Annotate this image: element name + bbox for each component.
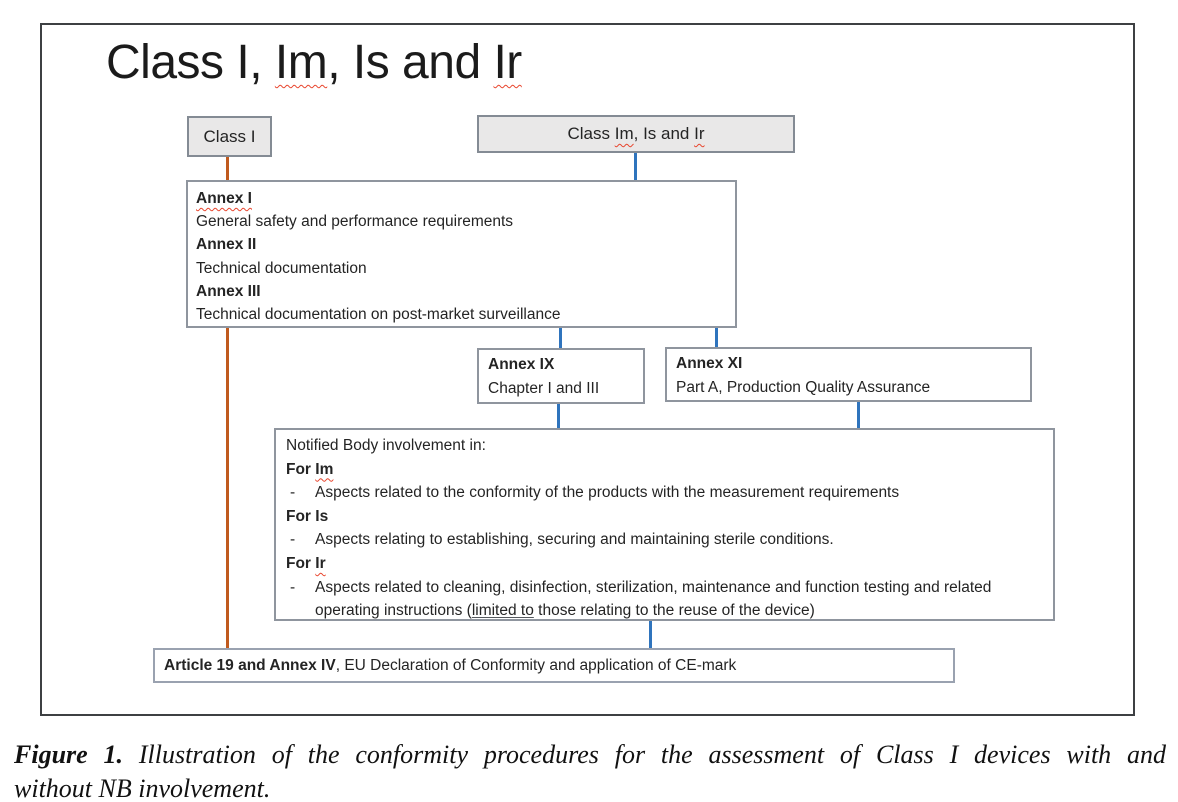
caption-figure-label: Figure 1. bbox=[14, 740, 124, 769]
title-part: Class I, bbox=[106, 36, 275, 89]
annex-i-ii-iii-box: Annex I General safety and performance r… bbox=[186, 180, 737, 328]
connector-annexxi-to-nb bbox=[857, 402, 860, 428]
article-19-box: Article 19 and Annex IV, EU Declaration … bbox=[153, 648, 955, 683]
annex-xi-heading: Annex XI bbox=[676, 355, 743, 372]
nb-ir-bullet-text: Aspects related to cleaning, disinfectio… bbox=[315, 576, 1020, 623]
nb-intro: Notified Body involvement in: bbox=[286, 437, 486, 454]
annex-ii-heading: Annex II bbox=[196, 236, 257, 254]
figure-caption: Figure 1. Illustration of the conformity… bbox=[14, 738, 1166, 802]
nb-ir-bullet: - Aspects related to cleaning, disinfect… bbox=[286, 576, 1043, 623]
nb-for-ir-heading: For Ir bbox=[286, 552, 1043, 576]
connector-annex-to-annexxi bbox=[715, 328, 718, 347]
title-part: , Is and bbox=[327, 36, 494, 89]
annex-ix-box: Annex IX Chapter I and III bbox=[477, 348, 645, 404]
bullet-underlined: limited to bbox=[471, 602, 534, 620]
annex-ix-heading: Annex IX bbox=[488, 356, 555, 373]
connector-classim-to-annex bbox=[634, 153, 637, 180]
connector-class-i-top bbox=[226, 157, 229, 180]
label-im: Im bbox=[614, 124, 634, 143]
bullet-part: those relating to the reuse of the devic… bbox=[533, 602, 815, 620]
nb-for-is-heading: For Is bbox=[286, 507, 329, 525]
figure-title: Class I, Im, Is and Ir bbox=[106, 35, 522, 90]
bullet-part: Aspects related to cleaning, disinfectio… bbox=[315, 578, 992, 620]
annex-xi-box: Annex XI Part A, Production Quality Assu… bbox=[665, 347, 1032, 402]
connector-annexix-to-nb bbox=[557, 404, 560, 428]
label-part: Class bbox=[567, 124, 615, 143]
heading-part: For bbox=[286, 460, 316, 478]
caption-line1: Figure 1. Illustration of the conformity… bbox=[14, 738, 1166, 772]
bullet-dash: - bbox=[290, 531, 296, 549]
nb-im-bullet: - Aspects related to the conformity of t… bbox=[286, 481, 1043, 505]
nb-for-im-heading: For Im bbox=[286, 458, 1043, 482]
caption-line1-text: Illustration of the conformity procedure… bbox=[138, 740, 1167, 769]
nb-is-bullet: - Aspects relating to establishing, secu… bbox=[286, 528, 1043, 552]
heading-ir: Ir bbox=[315, 554, 326, 572]
connector-class-i-to-article19 bbox=[226, 328, 229, 648]
bullet-dash: - bbox=[290, 578, 296, 596]
article-19-rest: , EU Declaration of Conformity and appli… bbox=[335, 656, 737, 674]
connector-annex-to-annexix bbox=[559, 328, 562, 348]
annex-i-heading-text: Annex I bbox=[196, 190, 252, 207]
annex-iii-heading: Annex III bbox=[196, 282, 261, 300]
bullet-dash: - bbox=[290, 484, 296, 502]
class-i-label: Class I bbox=[203, 126, 256, 146]
title-ir: Ir bbox=[493, 36, 522, 89]
annex-ii-text: Technical documentation bbox=[196, 259, 367, 277]
annex-ix-text: Chapter I and III bbox=[488, 380, 600, 397]
class-im-is-ir-label: Class Im, Is and Ir bbox=[568, 124, 705, 144]
heading-im: Im bbox=[315, 460, 334, 478]
class-i-box: Class I bbox=[187, 116, 272, 157]
label-ir: Ir bbox=[694, 124, 705, 143]
title-im: Im bbox=[274, 36, 328, 89]
caption-line2: without NB involvement. bbox=[14, 774, 271, 802]
article-19-text: Article 19 and Annex IV, EU Declaration … bbox=[164, 657, 736, 675]
annex-iii-text: Technical documentation on post-market s… bbox=[196, 306, 561, 324]
nb-im-bullet-text: Aspects related to the conformity of the… bbox=[315, 484, 900, 502]
article-19-bold: Article 19 and Annex IV bbox=[164, 656, 336, 674]
label-part: , Is and bbox=[633, 124, 695, 143]
nb-is-bullet-text: Aspects relating to establishing, securi… bbox=[315, 531, 834, 549]
heading-part: For bbox=[286, 554, 316, 572]
notified-body-box: Notified Body involvement in: For Im - A… bbox=[274, 428, 1055, 621]
annex-i-text: General safety and performance requireme… bbox=[196, 213, 514, 231]
class-im-is-ir-box: Class Im, Is and Ir bbox=[477, 115, 795, 153]
annex-i-heading: Annex I bbox=[196, 187, 727, 210]
connector-nb-to-article19 bbox=[649, 621, 652, 648]
annex-xi-text: Part A, Production Quality Assurance bbox=[676, 379, 931, 396]
